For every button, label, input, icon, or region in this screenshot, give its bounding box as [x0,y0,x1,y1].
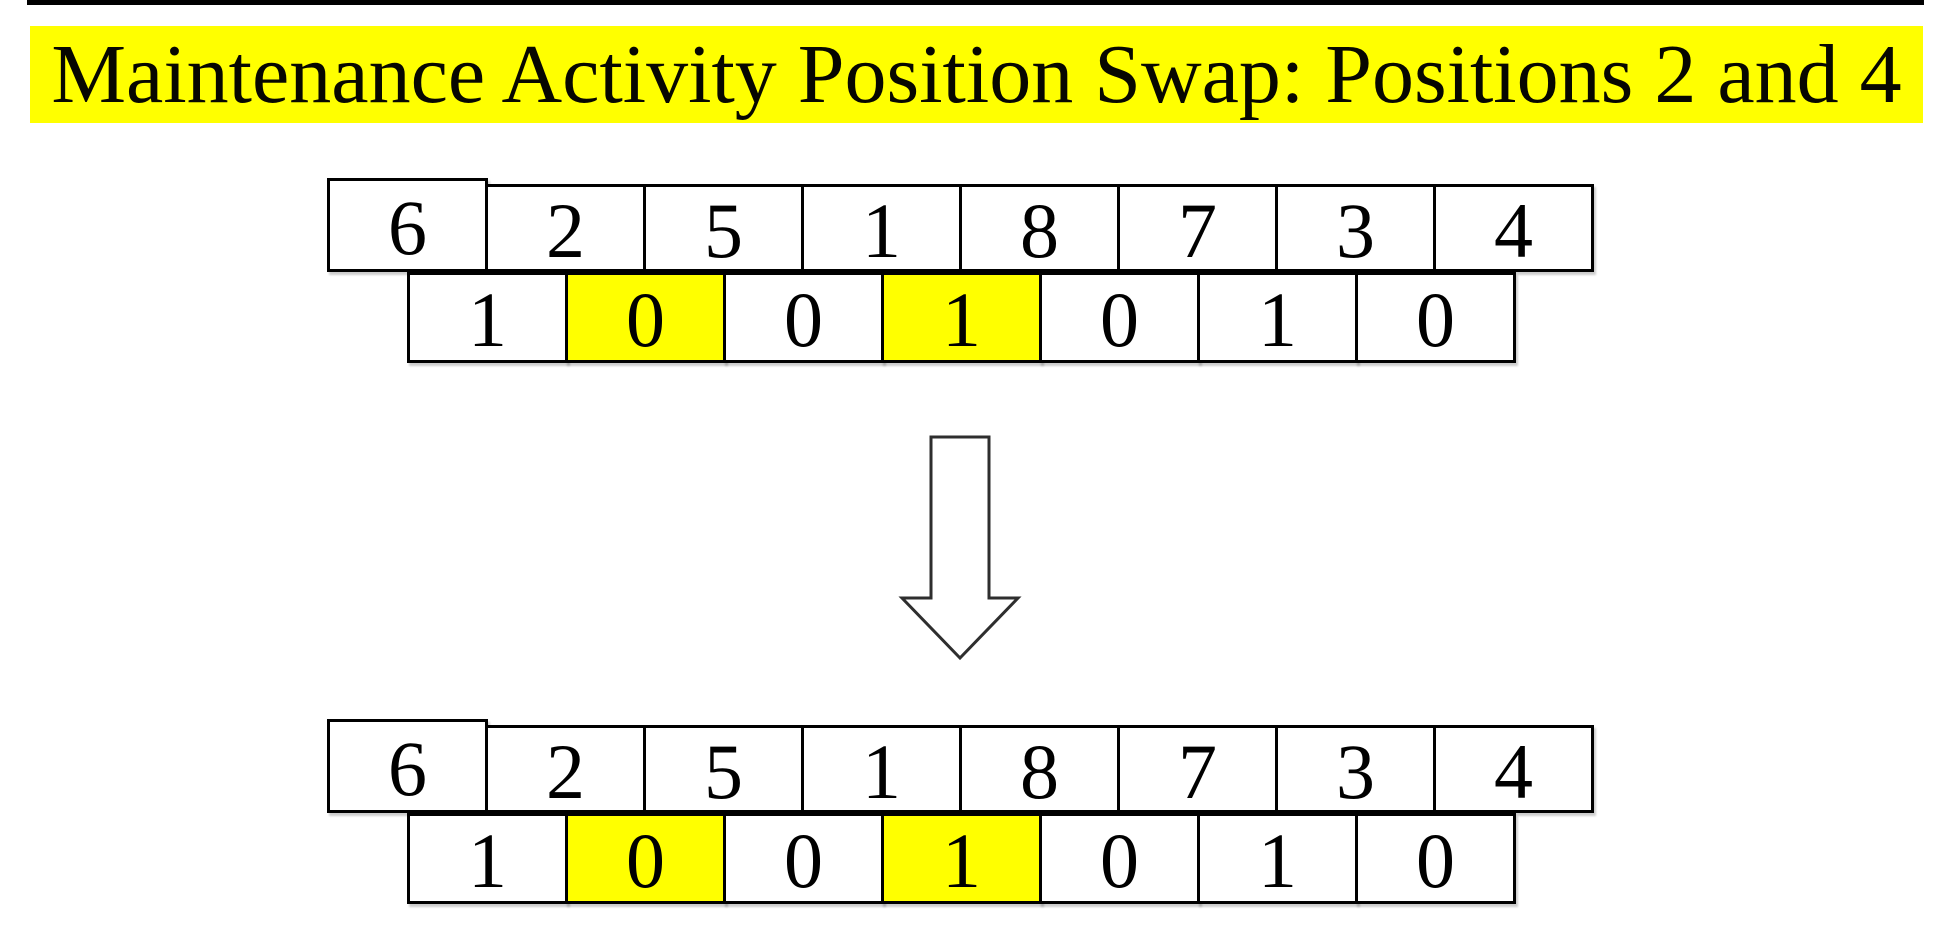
activity-cell: 1 [801,184,962,274]
activity-cell: 5 [643,725,804,815]
activity-sequence-row: 6 2 5 1 8 7 3 4 [327,178,1594,274]
maintenance-cell: 0 [723,272,884,363]
activity-cell: 1 [801,725,962,815]
top-border-line [27,0,1924,5]
activity-cell: 3 [1275,184,1436,274]
activity-cell: 2 [485,184,646,274]
maintenance-cell: 0 [565,813,726,904]
page-title: Maintenance Activity Position Swap: Posi… [51,27,1902,121]
maintenance-cell: 1 [407,813,568,904]
maintenance-state-row: 1 0 0 1 0 1 0 [407,813,1516,904]
maintenance-cell: 1 [1197,272,1358,363]
activity-cell: 7 [1117,725,1278,815]
maintenance-cell: 0 [565,272,726,363]
activity-cell: 7 [1117,184,1278,274]
activity-cell: 4 [1433,184,1594,274]
maintenance-cell: 1 [881,272,1042,363]
maintenance-cell: 0 [1039,272,1200,363]
swap-diagram-before: 6 2 5 1 8 7 3 4 1 0 0 1 0 1 0 [327,178,1627,369]
maintenance-state-row: 1 0 0 1 0 1 0 [407,272,1516,363]
activity-cell: 3 [1275,725,1436,815]
maintenance-cell: 1 [1197,813,1358,904]
down-arrow-icon [890,430,1030,670]
maintenance-cell: 0 [1355,813,1516,904]
maintenance-cell: 1 [407,272,568,363]
activity-cell: 8 [959,184,1120,274]
maintenance-cell: 0 [723,813,884,904]
activity-cell: 4 [1433,725,1594,815]
maintenance-cell: 0 [1039,813,1200,904]
maintenance-cell: 1 [881,813,1042,904]
activity-cell: 5 [643,184,804,274]
title-banner: Maintenance Activity Position Swap: Posi… [30,26,1923,123]
activity-cell: 6 [327,178,488,272]
maintenance-cell: 0 [1355,272,1516,363]
activity-sequence-row: 6 2 5 1 8 7 3 4 [327,719,1594,815]
activity-cell: 8 [959,725,1120,815]
activity-cell: 6 [327,719,488,813]
swap-diagram-after: 6 2 5 1 8 7 3 4 1 0 0 1 0 1 0 [327,719,1627,910]
activity-cell: 2 [485,725,646,815]
